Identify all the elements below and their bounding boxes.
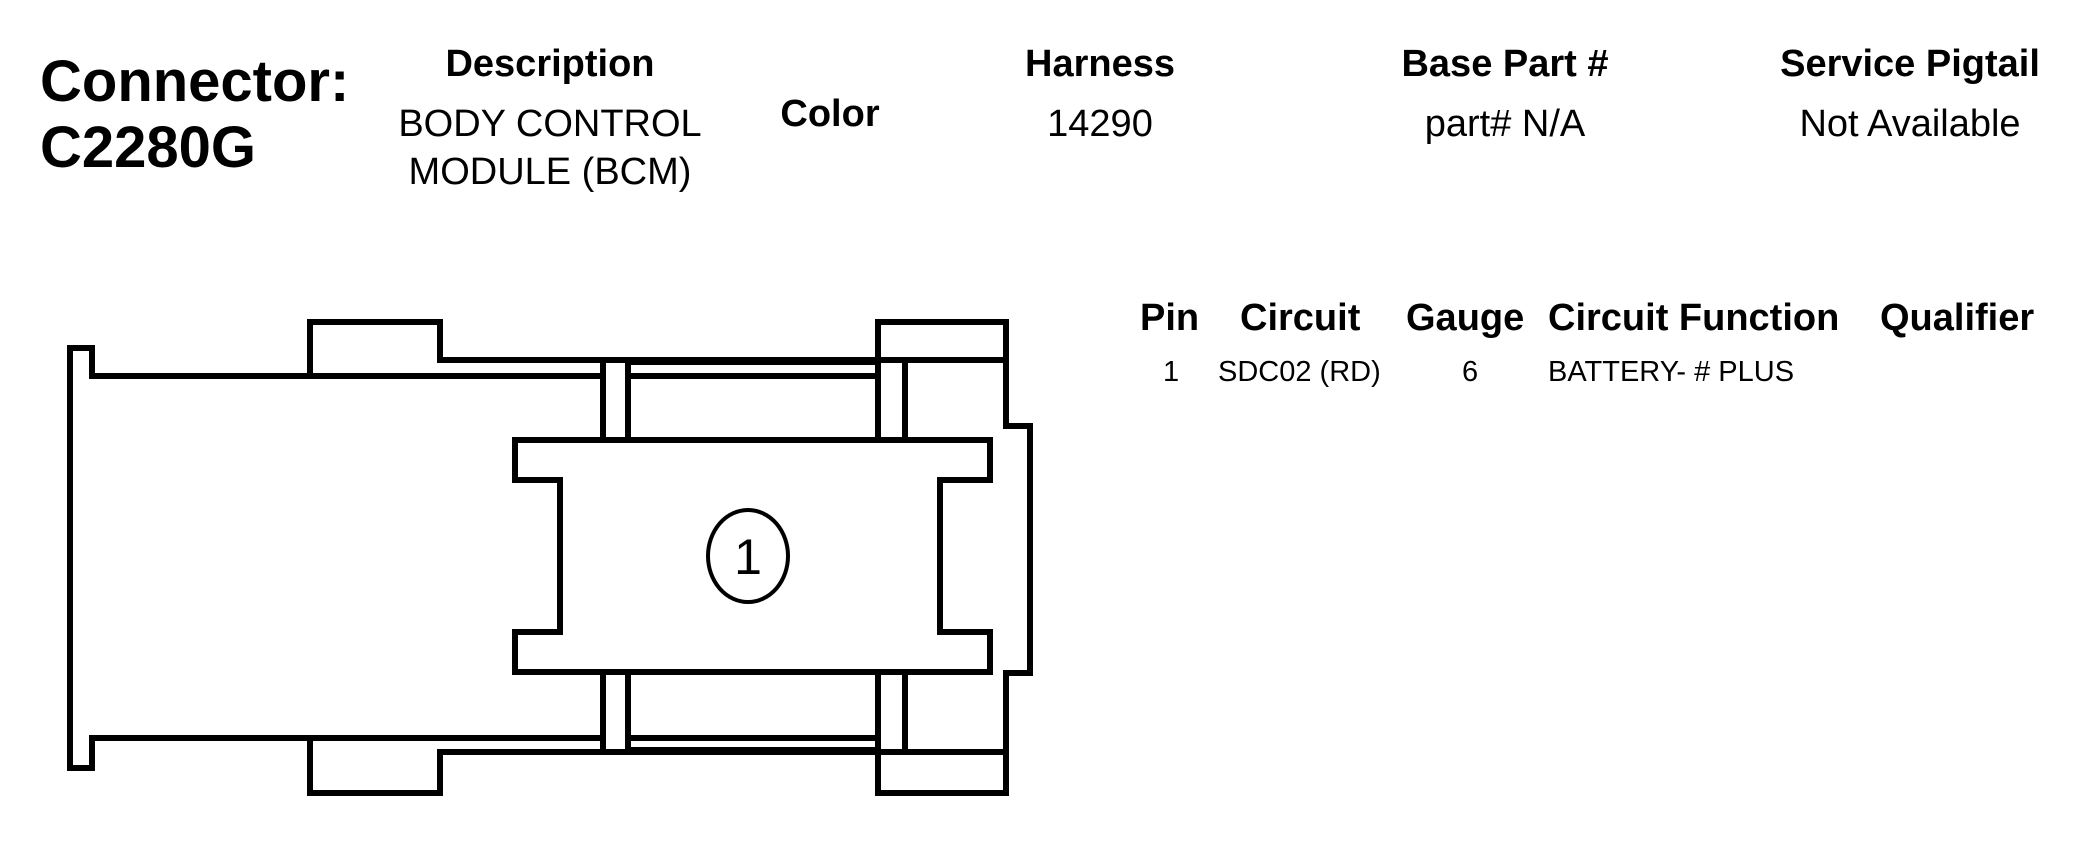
description-header: Description (445, 43, 655, 85)
circuit-column-header: Circuit (1240, 297, 1361, 339)
table-row-circuit: SDC02 (RD) (1218, 356, 1381, 388)
table-row-pin: 1 (1163, 356, 1180, 388)
circuit-function-column-header: Circuit Function (1548, 297, 1840, 339)
service-pigtail-value: Not Available (1799, 103, 2021, 145)
harness-header: Harness (1025, 43, 1175, 85)
description-line-2: MODULE (BCM) (408, 151, 692, 193)
description-line-1: BODY CONTROL (398, 103, 702, 145)
pin-column-header: Pin (1140, 297, 1200, 339)
inner-bottom-bar (628, 669, 878, 741)
gauge-column-header: Gauge (1406, 297, 1525, 339)
harness-value: 14290 (1047, 103, 1153, 145)
base-part-header: Base Part # (1401, 43, 1609, 85)
bottom-latch-post (600, 672, 631, 750)
connector-housing-outline (67, 319, 1033, 796)
base-part-value: part# N/A (1424, 103, 1586, 145)
connector-id: C2280G (40, 115, 257, 180)
service-pigtail-header: Service Pigtail (1780, 43, 2040, 85)
table-row-function: BATTERY- # PLUS (1548, 356, 1795, 388)
top-latch-post (600, 362, 631, 440)
table-row-gauge: 6 (1462, 356, 1479, 388)
inner-top-bar (628, 373, 878, 443)
qualifier-column-header: Qualifier (1880, 297, 2035, 339)
connector-label: Connector: (40, 49, 350, 114)
pin-1-circle (706, 508, 790, 604)
pin-1-label: 1 (734, 529, 762, 585)
color-header: Color (780, 93, 880, 135)
